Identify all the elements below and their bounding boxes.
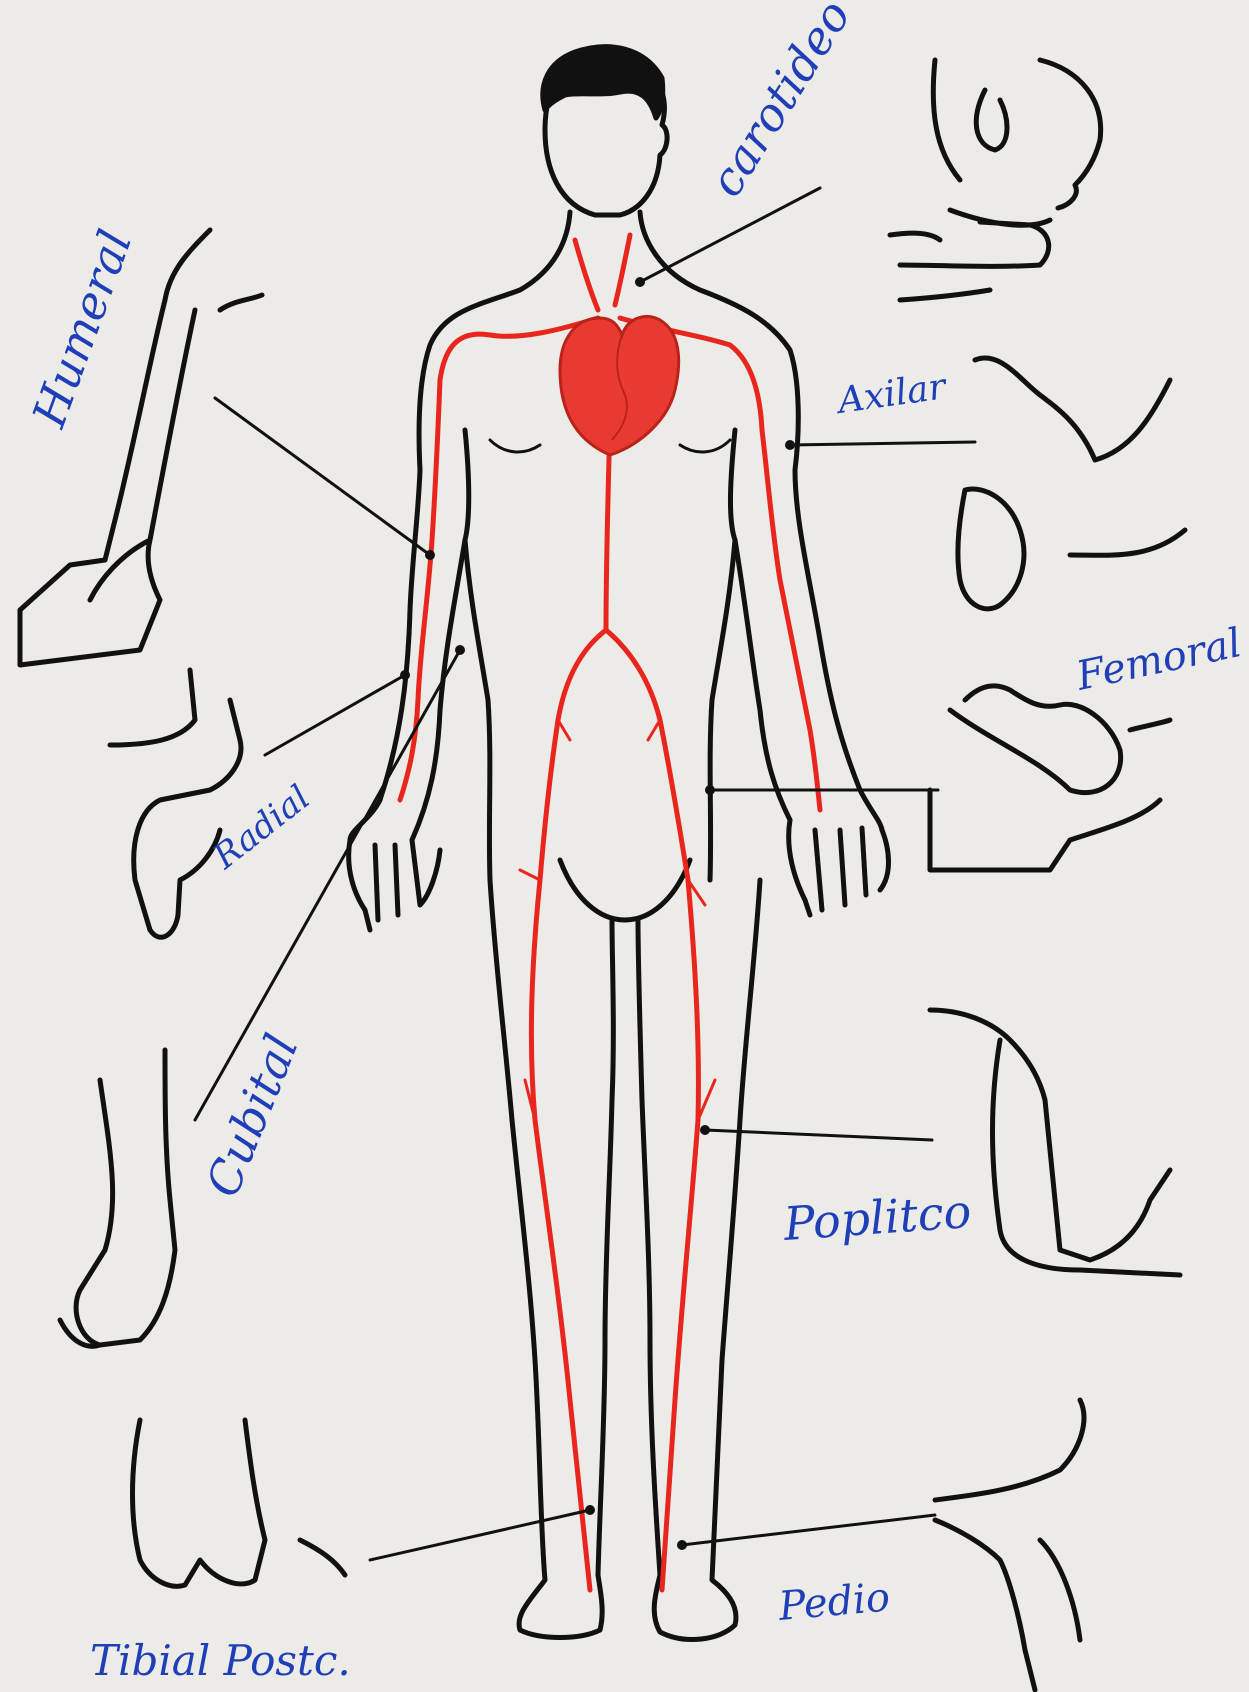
pulse-point-cubital — [455, 645, 465, 655]
axilar-sketch — [958, 358, 1185, 609]
carotid-arteries — [575, 235, 630, 310]
label-pedio: Pedio — [776, 1574, 892, 1630]
leader-radial — [265, 675, 405, 755]
pulse-point-pedio — [677, 1540, 687, 1550]
leader-humeral — [215, 398, 430, 555]
label-carotideo: carotideo — [699, 0, 862, 206]
left-hand — [349, 840, 440, 930]
torso-outline-right — [640, 212, 882, 830]
label-tibial: Tibial Postc. — [90, 1636, 351, 1685]
pulse-point-carotideo — [635, 277, 645, 287]
radial-sketch — [110, 670, 241, 937]
hair — [543, 47, 663, 118]
heart — [560, 316, 679, 455]
label-femoral: Femoral — [1072, 620, 1246, 700]
label-popliteo: Poplitco — [781, 1184, 973, 1251]
leg-right-inner — [638, 920, 660, 1575]
right-hand — [789, 820, 889, 915]
label-humeral: Humeral — [21, 223, 142, 435]
torso-outline-left — [350, 212, 570, 840]
leader-axilar — [790, 442, 975, 445]
pulse-point-tibial — [585, 1505, 595, 1515]
label-axilar: Axilar — [833, 366, 950, 422]
arm-artery-right — [762, 430, 820, 810]
pulse-labels: carotideo Humeral Axilar Femoral Radial … — [21, 0, 1245, 1685]
cubital-sketch — [60, 1050, 175, 1346]
pulse-point-humeral — [425, 550, 435, 560]
carotid-face-sketch — [890, 60, 1101, 300]
torso-side-left — [465, 430, 490, 880]
humeral-arm-sketch — [20, 230, 262, 665]
leg-left-inner — [598, 920, 613, 1575]
leg-right-outer — [654, 880, 760, 1639]
label-radial: Radial — [205, 778, 317, 878]
pulse-point-axilar — [785, 440, 795, 450]
pedio-sketch — [935, 1400, 1084, 1690]
pulse-point-popliteo — [700, 1125, 710, 1135]
leader-pedio — [682, 1515, 935, 1545]
tibial-sketch — [133, 1420, 346, 1586]
label-cubital: Cubital — [195, 1027, 309, 1204]
femoral-sketch — [930, 686, 1170, 870]
leader-tibial — [370, 1510, 590, 1560]
pulse-point-femoral — [705, 785, 715, 795]
torso-side-right — [710, 430, 735, 880]
leader-carotideo — [640, 188, 820, 282]
iliac-left — [531, 630, 606, 1590]
pulse-point-radial — [400, 670, 410, 680]
crotch — [560, 860, 690, 920]
